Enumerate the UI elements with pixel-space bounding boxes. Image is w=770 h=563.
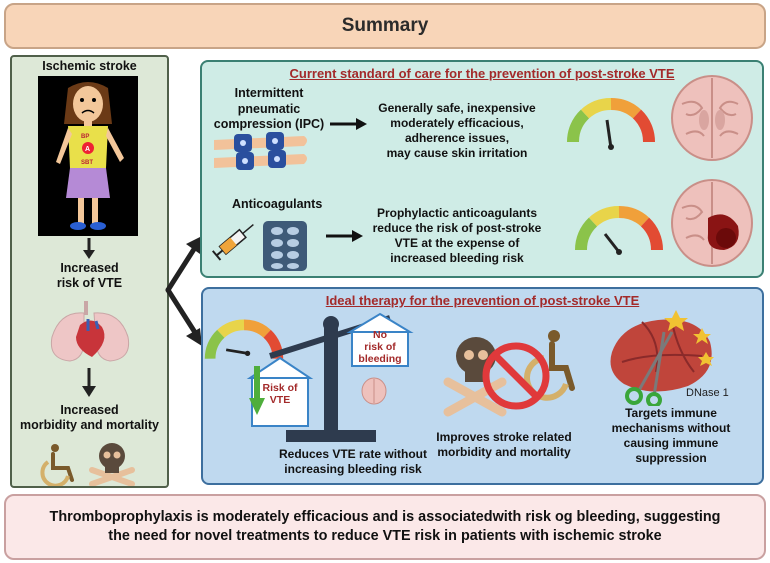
item1-line2: increasing bleeding risk xyxy=(284,462,422,476)
lungs-heart-icon xyxy=(50,301,130,362)
ideal-item1-text: Reduces VTE rate without increasing blee… xyxy=(268,447,438,477)
syringe-icon xyxy=(211,223,254,261)
morbidity-line2: morbidity and mortality xyxy=(20,418,159,432)
scissors-icon xyxy=(625,331,674,406)
ideal-therapy-title: Ideal therapy for the prevention of post… xyxy=(325,293,640,308)
ideal-item3-text: Targets immune mechanisms without causin… xyxy=(596,406,746,466)
morbidity-label: Increased morbidity and mortality xyxy=(12,403,167,433)
branch-arrows xyxy=(165,236,202,346)
anticoag-desc-line2: reduce the risk of post-stroke xyxy=(372,221,542,235)
wheelchair-icon xyxy=(40,444,74,486)
svg-text:SBT: SBT xyxy=(81,160,93,166)
ipc-description: Generally safe, inexpensive moderately e… xyxy=(364,101,550,161)
prohibited-icon xyxy=(443,330,575,417)
anticoag-arrow xyxy=(326,230,363,242)
leg-compression-icon xyxy=(214,132,307,170)
scale-left-line2: VTE xyxy=(269,394,291,407)
item3-line3: causing immune xyxy=(623,436,719,450)
ipc-desc-line3: adherence issues, xyxy=(404,131,510,145)
footer-line1: Thromboprophylaxis is moderately efficac… xyxy=(49,508,721,525)
scale-right-line1: No xyxy=(373,329,387,341)
anticoag-desc-line4: increased bleeding risk xyxy=(390,251,524,265)
dnase-label: DNase 1 xyxy=(686,387,729,399)
current-standard-title: Current standard of care for the prevent… xyxy=(289,66,675,81)
pill-pack-icon xyxy=(263,221,307,271)
gauge-icon-ipc xyxy=(566,97,656,150)
brain-icon-ipc xyxy=(671,75,753,161)
scale-right-line3: bleeding xyxy=(358,353,402,366)
ipc-desc-line2: moderately efficacious, xyxy=(390,116,524,130)
svg-text:A: A xyxy=(85,146,90,153)
item2-line2: morbidity and mortality xyxy=(437,445,571,459)
conclusion-footer: Thromboprophylaxis is moderately efficac… xyxy=(4,494,766,560)
down-arrow-2 xyxy=(82,368,96,397)
down-arrow-1 xyxy=(83,238,95,259)
green-down-arrow-icon xyxy=(249,366,265,415)
ipc-desc-line4: may cause skin irritation xyxy=(386,146,528,160)
clot-scissors-icon xyxy=(610,310,714,406)
item3-line4: suppression xyxy=(635,451,707,465)
skull-crossbones-icon xyxy=(89,443,135,486)
gauge-icon-ideal xyxy=(204,319,284,360)
ipc-desc-line1: Generally safe, inexpensive xyxy=(378,101,536,115)
summary-header: Summary xyxy=(4,3,766,49)
scale-left-line1: Risk of xyxy=(262,382,298,394)
increased-risk-line2: risk of VTE xyxy=(56,276,123,290)
increased-risk-line1: Increased xyxy=(60,261,119,275)
scale-right-label: No risk of bleeding xyxy=(352,329,408,365)
item1-line1: Reduces VTE rate without xyxy=(278,447,428,461)
item3-line1: Targets immune xyxy=(625,406,717,420)
ipc-label: Intermittent pneumatic compression (IPC) xyxy=(210,86,328,133)
ipc-label-line3: compression (IPC) xyxy=(213,117,325,132)
morbidity-line1: Increased xyxy=(60,403,119,417)
scale-right-line2: risk of xyxy=(364,341,396,354)
anticoag-desc-line3: VTE at the expense of xyxy=(394,236,520,250)
ipc-arrow xyxy=(330,118,367,130)
ischemic-stroke-label: Ischemic stroke xyxy=(42,59,137,73)
shirt-text: BP xyxy=(81,134,89,140)
footer-text: Thromboprophylaxis is moderately efficac… xyxy=(50,508,721,547)
scale-left-label: Risk of VTE xyxy=(252,382,308,406)
ipc-label-line1: Intermittent xyxy=(234,86,304,100)
brain-icon-small xyxy=(361,377,387,405)
increased-risk-label: Increased risk of VTE xyxy=(12,261,167,291)
anticoag-desc-line1: Prophylactic anticoagulants xyxy=(376,206,538,220)
brain-icon-bleeding xyxy=(671,179,753,267)
person-icon: BP A SBT xyxy=(38,76,138,236)
ideal-item2-text: Improves stroke related morbidity and mo… xyxy=(426,430,582,460)
gauge-icon-anticoag xyxy=(574,205,664,255)
anticoag-description: Prophylactic anticoagulants reduce the r… xyxy=(364,206,550,266)
anticoagulants-label: Anticoagulants xyxy=(232,197,323,211)
ipc-label-line2: pneumatic xyxy=(237,101,301,116)
scale-icon xyxy=(246,312,414,442)
item2-line1: Improves stroke related xyxy=(436,430,572,444)
header-title: Summary xyxy=(341,15,429,36)
item3-line2: mechanisms without xyxy=(611,421,731,435)
footer-line2: the need for novel treatments to reduce … xyxy=(108,528,662,544)
